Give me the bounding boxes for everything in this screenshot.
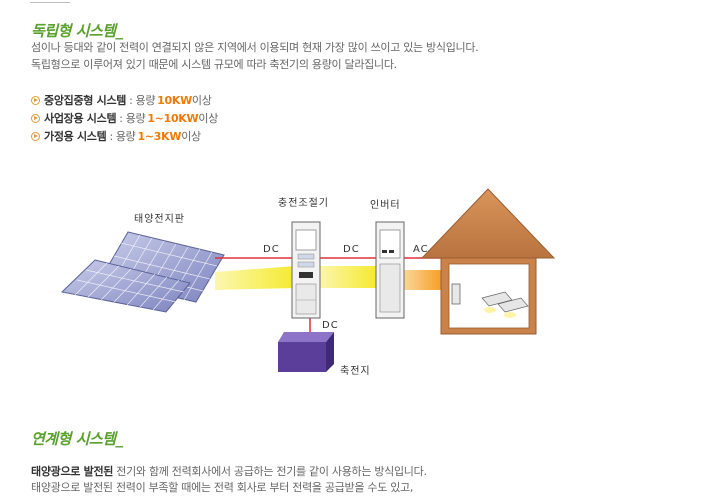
capacity-suffix: 이상 [191,94,212,107]
battery [278,332,334,372]
system-item-central: 중앙집중형 시스템 : 용량 10KW 이상 [31,92,212,108]
capacity-value: 1~10KW [147,111,199,125]
arrow-bullet-icon [31,131,40,141]
ac-energy-beam [404,270,444,290]
system-name: 가정용 시스템 [44,130,107,143]
standalone-desc-line2: 독립형으로 이루어져 있기 때문에 시스템 규모에 따라 축전기의 용량이 달라… [31,58,397,71]
ac-label: AC [413,244,429,255]
grid-desc-line1: 태양광으로 발전된 전기와 함께 전력회사에서 공급하는 전기를 같이 사용하는… [31,463,427,480]
system-name: 중앙집중형 시스템 [44,94,127,107]
top-cutoff-line [30,0,70,3]
house [420,188,556,335]
battery-label: 축전지 [340,365,371,377]
dc-label-1: DC [263,244,280,255]
inverter [375,221,405,319]
dc-label-2: DC [343,244,360,255]
inverter-label: 인버터 [370,199,401,211]
arrow-bullet-icon [31,95,40,105]
system-name: 사업장용 시스템 [44,112,117,125]
capacity-label: 용량 [115,130,136,143]
solar-panel-front [60,259,191,313]
separator: : [129,93,133,107]
grid-title: 연계형 시스템_ [31,430,123,448]
system-item-home: 가정용 시스템 : 용량 1~3KW 이상 [31,128,201,144]
charge-controller-label: 충전조절기 [278,196,329,209]
capacity-suffix: 이상 [198,112,219,125]
solar-panel-label: 태양전지판 [134,213,185,225]
separator: : [109,129,113,143]
ceiling-lights-icon [481,291,529,318]
grid-desc-line2: 태양광으로 발전된 전력이 부족할 때에는 전력 회사로 부터 전력을 공급받을… [31,481,414,494]
capacity-suffix: 이상 [181,130,201,143]
standalone-title: 독립형 시스템_ [31,22,123,40]
grid-desc-bold: 태양광으로 발전된 [31,465,114,478]
standalone-desc-line1: 섬이나 등대와 같이 전력이 연결되지 않은 지역에서 이용되며 현재 가장 많… [31,41,479,54]
capacity-label: 용량 [125,112,146,125]
grid-desc-rest: 전기와 함께 전력회사에서 공급하는 전기를 같이 사용하는 방식입니다. [113,465,427,478]
charge-controller [291,221,321,319]
system-item-business: 사업장용 시스템 : 용량 1~10KW 이상 [31,110,218,126]
dc-label-down: DC [322,320,339,331]
capacity-label: 용량 [135,94,156,107]
dc-energy-beam-2 [318,266,376,288]
arrow-bullet-icon [31,113,40,123]
capacity-value: 10KW [157,93,192,107]
dc-energy-beam-1 [215,266,296,290]
separator: : [119,111,123,125]
capacity-value: 1~3KW [137,129,182,143]
